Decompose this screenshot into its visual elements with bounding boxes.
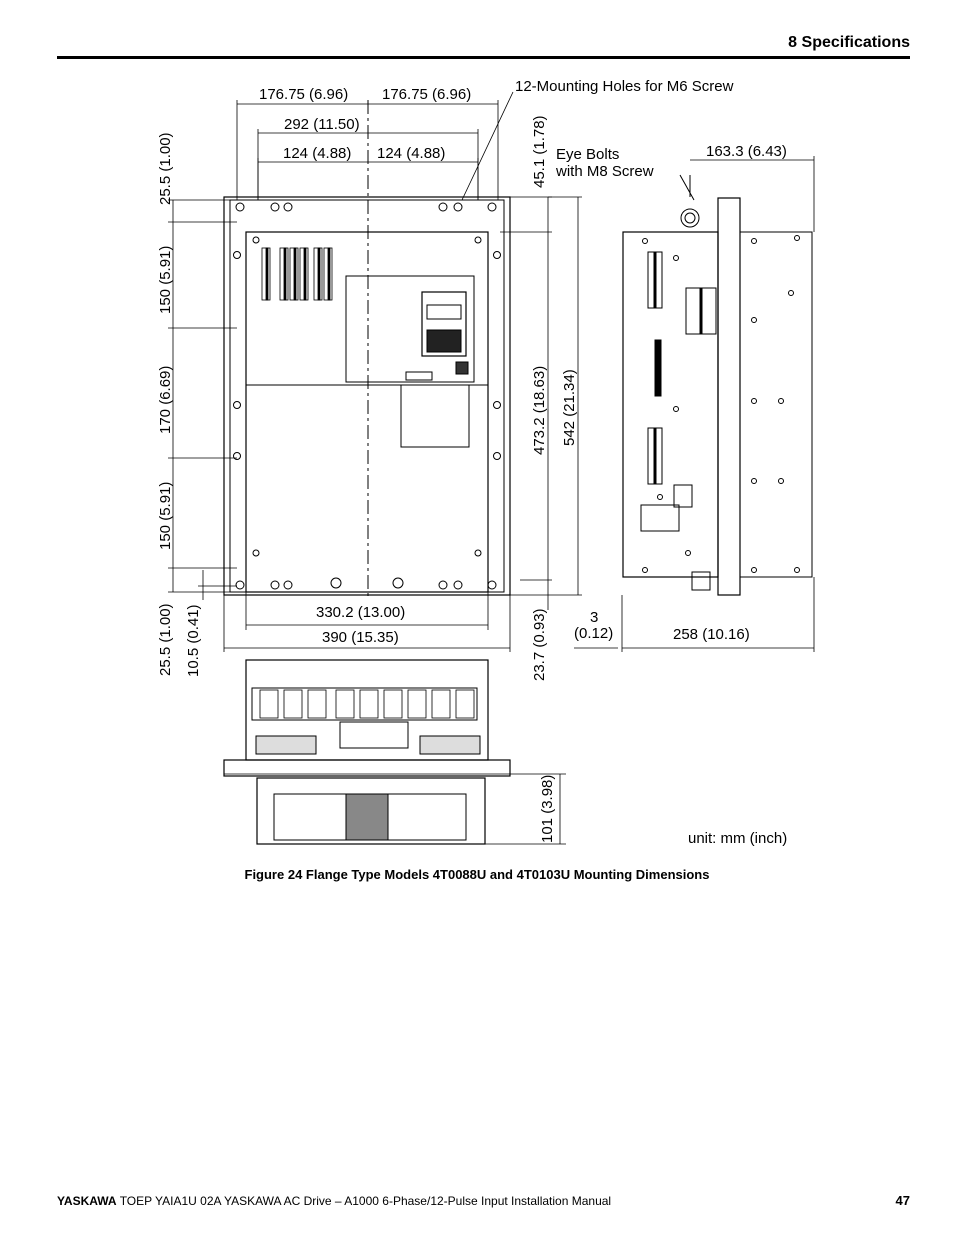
bottom-view [223, 659, 566, 845]
dim-176-left: 176.75 (6.96) [259, 86, 348, 103]
dim-25-top: 25.5 (1.00) [157, 132, 174, 205]
mounting-holes-label: 12-Mounting Holes for M6 Screw [515, 78, 734, 95]
front-view [223, 100, 511, 600]
dim-258: 258 (10.16) [673, 626, 750, 643]
dim-124-left: 124 (4.88) [283, 145, 351, 162]
dim-542: 542 (21.34) [561, 369, 578, 446]
front-dimension-lines [168, 91, 582, 652]
dim-124-right: 124 (4.88) [377, 145, 445, 162]
dim-23: 23.7 (0.93) [531, 608, 548, 681]
dim-10: 10.5 (0.41) [185, 604, 202, 677]
page-footer: YASKAWA TOEP YAIA1U 02A YASKAWA AC Drive… [57, 1194, 611, 1208]
dim-292: 292 (11.50) [284, 116, 360, 133]
mounting-dimensions-drawing: 176.75 (6.96) 176.75 (6.96) 292 (11.50) … [157, 78, 815, 847]
eye-bolts-label: Eye Bolts [556, 146, 619, 163]
dim-3-inch: (0.12) [574, 625, 613, 642]
dim-25-bottom: 25.5 (1.00) [157, 603, 174, 676]
footer-text: TOEP YAIA1U 02A YASKAWA AC Drive – A1000… [116, 1194, 612, 1208]
dim-390: 390 (15.35) [322, 629, 399, 646]
page-header: 8 Specifications [57, 34, 910, 59]
dim-163: 163.3 (6.43) [706, 143, 787, 160]
figure-caption: Figure 24 Flange Type Models 4T0088U and… [244, 867, 710, 882]
footer-brand: YASKAWA [57, 1194, 117, 1208]
section-title: 8 Specifications [788, 34, 910, 51]
dim-150-top: 150 (5.91) [157, 246, 174, 314]
dim-45: 45.1 (1.78) [531, 115, 548, 188]
dim-176-right: 176.75 (6.96) [382, 86, 471, 103]
eye-bolts-screw-label: with M8 Screw [555, 163, 654, 180]
page-number: 47 [895, 1193, 910, 1208]
side-view [574, 156, 815, 652]
dim-101: 101 (3.98) [539, 775, 556, 843]
dim-170: 170 (6.69) [157, 366, 174, 434]
unit-label: unit: mm (inch) [688, 830, 787, 847]
dim-473: 473.2 (18.63) [531, 366, 548, 455]
dim-3: 3 [590, 609, 598, 626]
dim-150-bottom: 150 (5.91) [157, 482, 174, 550]
dim-330: 330.2 (13.00) [316, 604, 405, 621]
